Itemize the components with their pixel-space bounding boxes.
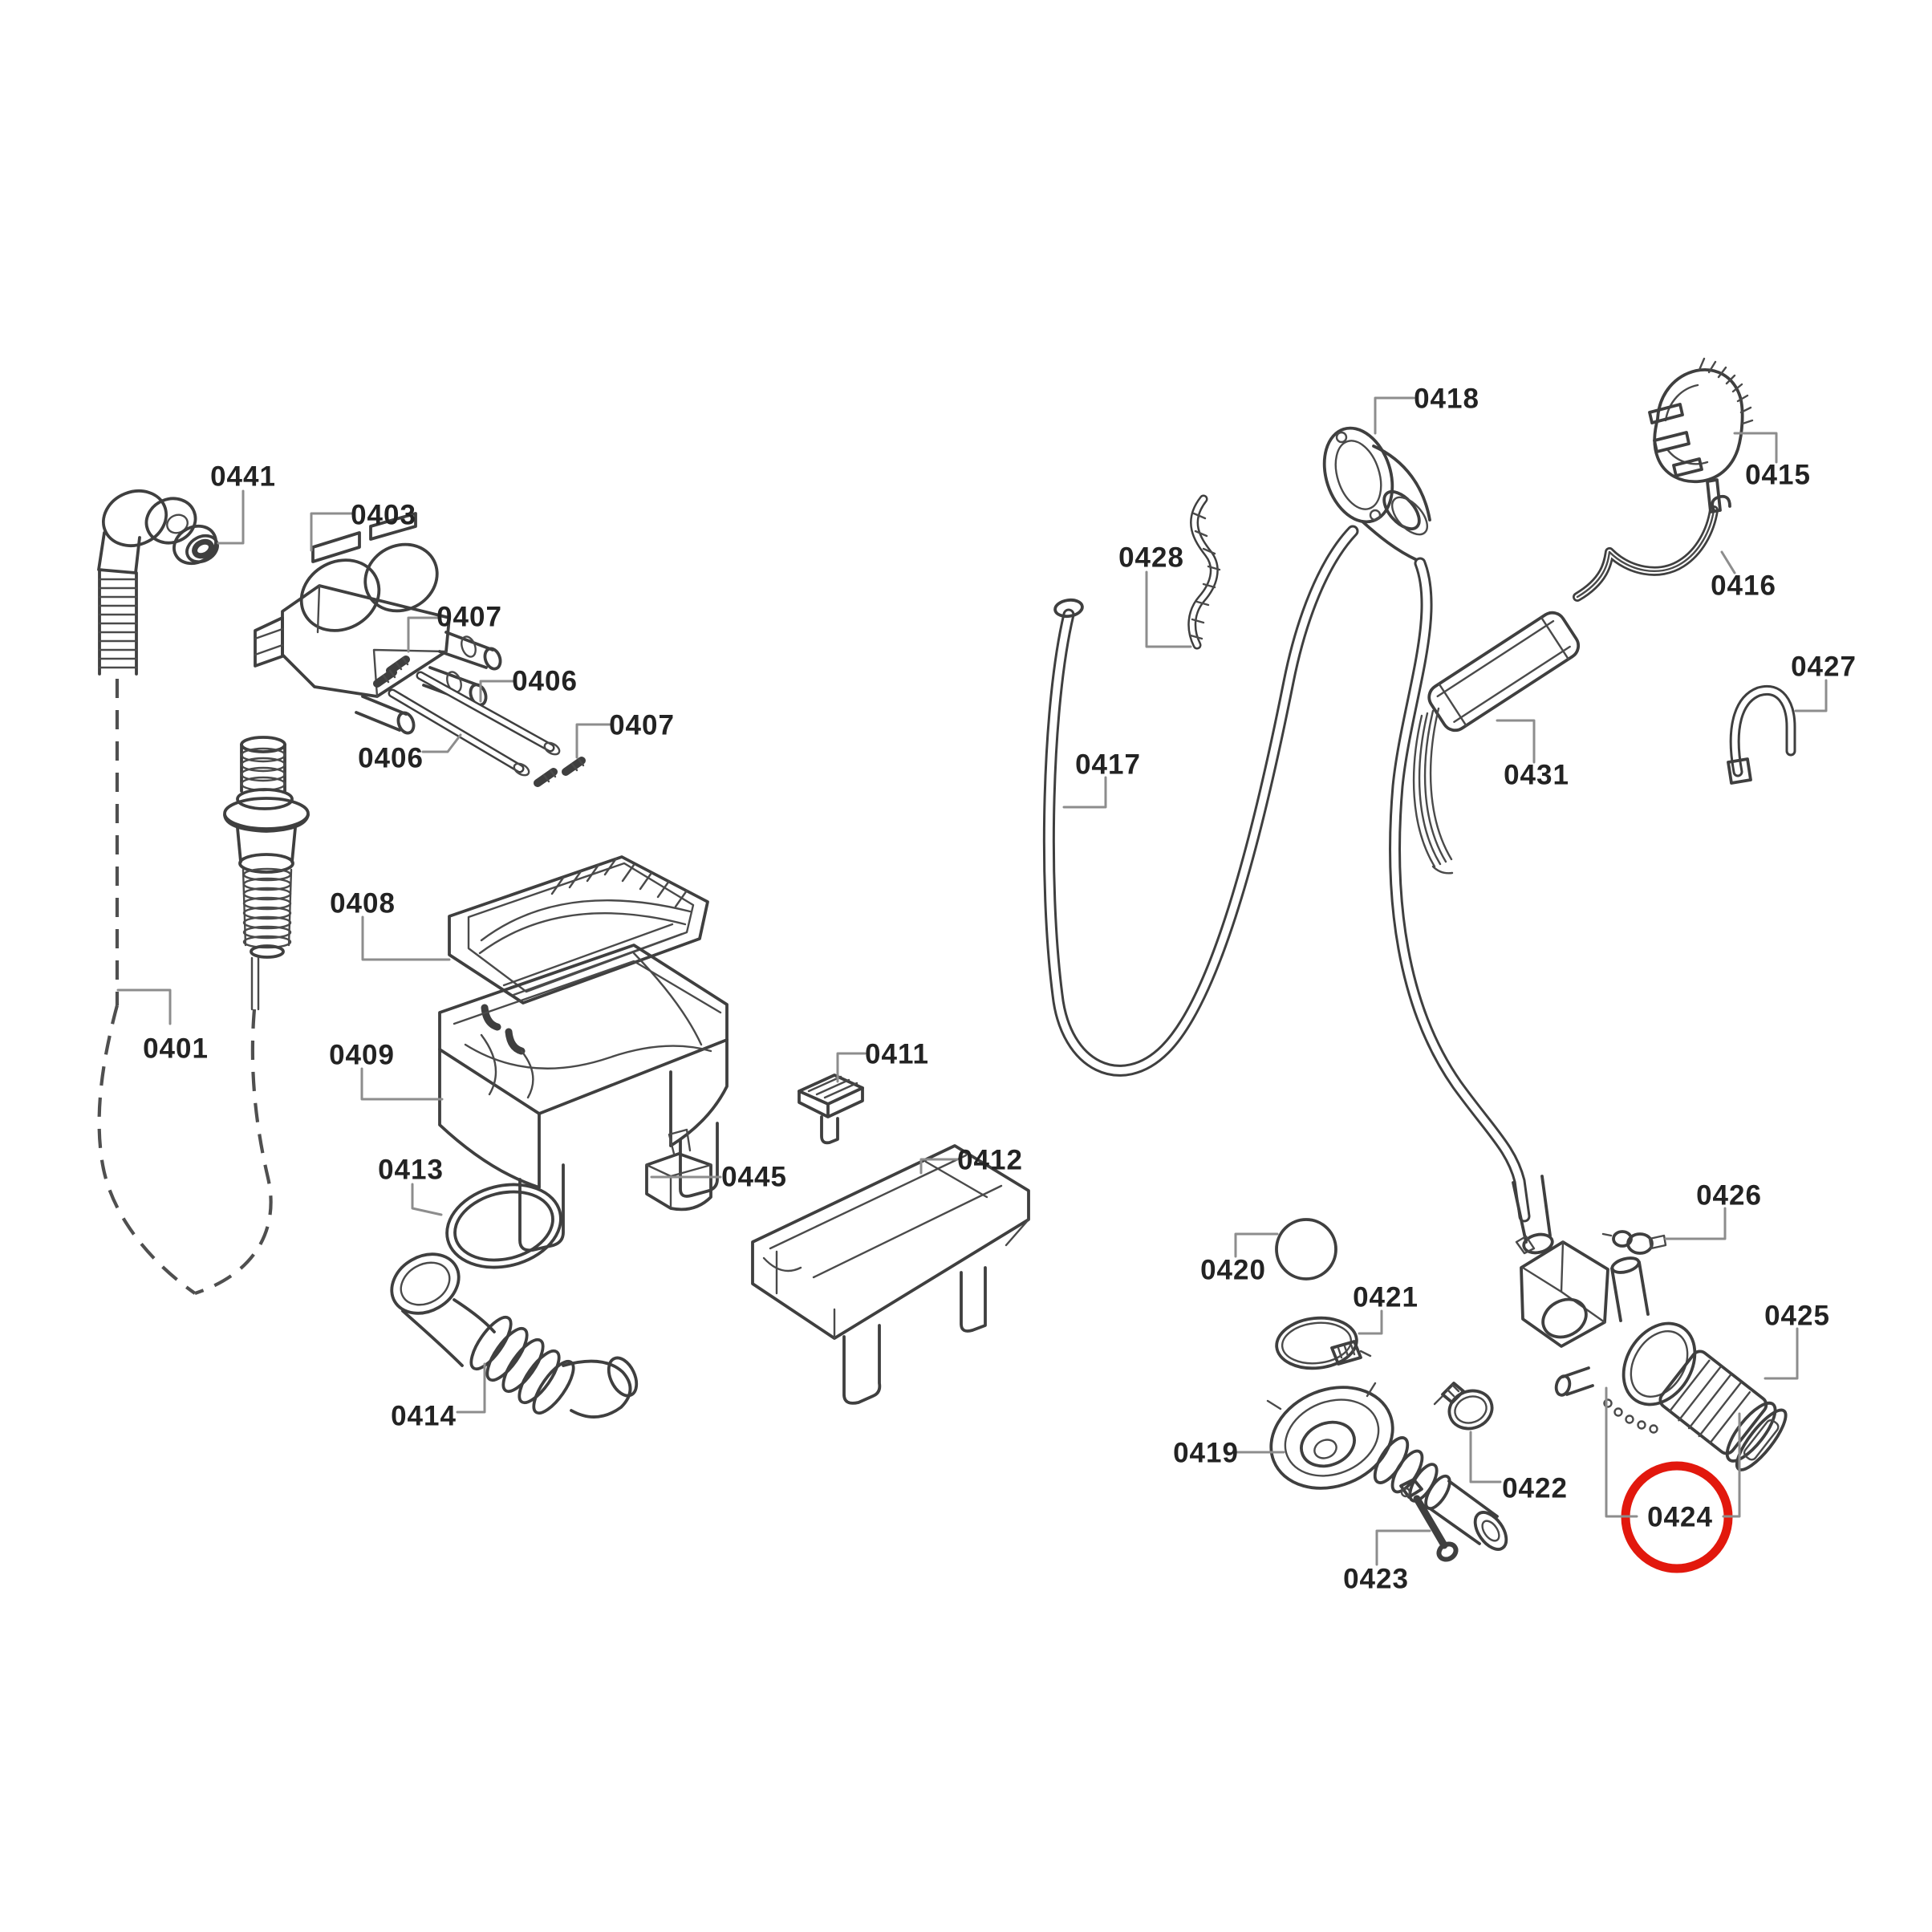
seal-ring-0413-drawing	[445, 1183, 562, 1269]
drain-hose-drawing	[1389, 557, 1554, 1255]
power-plug-0415-drawing	[1648, 357, 1754, 513]
seal-0441-drawing	[172, 524, 219, 566]
leader-line-0416	[1720, 550, 1736, 574]
part-label-0407[interactable]: 0407	[609, 710, 675, 741]
part-label-0415[interactable]: 0415	[1745, 460, 1811, 491]
leader-line-0401	[116, 988, 172, 1025]
tub-inlet-elbow-0418-drawing	[1322, 426, 1431, 562]
leader-line-0424	[1722, 1412, 1741, 1518]
leader-line-0412	[919, 1158, 959, 1175]
part-label-0426[interactable]: 0426	[1696, 1180, 1762, 1212]
part-label-0413[interactable]: 0413	[378, 1155, 444, 1186]
leader-line-0428	[1145, 570, 1192, 648]
part-label-0411[interactable]: 0411	[865, 1039, 929, 1070]
part-label-0427[interactable]: 0427	[1791, 651, 1857, 683]
leader-line-0415	[1733, 432, 1778, 464]
leader-line-0409	[360, 1067, 444, 1101]
leader-line-0403	[310, 512, 353, 552]
part-label-0403[interactable]: 0403	[351, 500, 416, 531]
hose-0414-drawing	[390, 1252, 639, 1419]
screws-0407-right-drawing	[534, 757, 586, 787]
power-cord-0416-drawing	[1573, 494, 1731, 602]
leader-line-0426	[1664, 1207, 1727, 1240]
siphon-insert-0411-drawing	[798, 1074, 864, 1145]
part-label-0445[interactable]: 0445	[721, 1162, 787, 1193]
leader-line-0411	[836, 1052, 867, 1083]
detergent-drawer-0412-drawing	[751, 1144, 1030, 1405]
leader-line-0418	[1374, 396, 1415, 435]
fill-pipe-0406-lower-drawing	[388, 688, 530, 777]
clamp-0421-drawing	[1275, 1316, 1372, 1370]
leader-line-0406	[421, 733, 462, 753]
leader-line-0406	[479, 680, 515, 703]
part-label-0431[interactable]: 0431	[1504, 760, 1569, 791]
mains-filter-0431-drawing	[1412, 611, 1581, 875]
part-label-0424[interactable]: 0424	[1647, 1502, 1713, 1533]
clamp-0422-drawing	[1433, 1382, 1494, 1431]
leader-line-0414	[456, 1362, 486, 1414]
leader-line-0420	[1234, 1232, 1279, 1258]
inlet-hose-elbow-drawing	[97, 489, 197, 1005]
part-label-0428[interactable]: 0428	[1118, 542, 1184, 574]
leader-line-0441	[217, 489, 245, 545]
leader-line-0423	[1375, 1529, 1431, 1566]
part-label-0409[interactable]: 0409	[329, 1040, 395, 1071]
part-label-0401[interactable]: 0401	[143, 1033, 209, 1065]
leader-line-0431	[1496, 719, 1536, 764]
part-label-0423[interactable]: 0423	[1343, 1564, 1409, 1595]
part-label-0441[interactable]: 0441	[210, 461, 276, 493]
vent-hose-0428-drawing	[1187, 494, 1221, 650]
leader-line-0425	[1764, 1327, 1799, 1380]
leader-line-0422	[1469, 1431, 1502, 1484]
part-label-0420[interactable]: 0420	[1200, 1255, 1266, 1286]
leader-line-0424	[1605, 1386, 1638, 1518]
part-label-0417[interactable]: 0417	[1075, 749, 1141, 781]
pin-0423-drawing	[1399, 1478, 1459, 1562]
leader-line-0407	[407, 616, 440, 653]
pump-filter-0425-drawing	[1658, 1350, 1788, 1471]
leader-line-0413	[411, 1183, 443, 1216]
drain-pump-0424-drawing	[1515, 1235, 1788, 1471]
part-label-0416[interactable]: 0416	[1711, 570, 1776, 602]
o-ring-0420-drawing	[1275, 1218, 1337, 1281]
part-label-0407[interactable]: 0407	[436, 602, 502, 633]
fill-hose-0417-drawing	[1042, 525, 1359, 1077]
screws-0407-left-drawing	[373, 656, 410, 688]
dispenser-housing-0409-drawing	[438, 944, 729, 1252]
pump-bellows-0419-drawing	[1266, 1382, 1508, 1551]
part-label-0421[interactable]: 0421	[1353, 1282, 1419, 1313]
part-label-0414[interactable]: 0414	[391, 1401, 457, 1432]
part-label-0408[interactable]: 0408	[330, 888, 396, 919]
clamp-0426-drawing	[1601, 1230, 1667, 1255]
part-label-0412[interactable]: 0412	[957, 1145, 1023, 1176]
leader-line-0421	[1358, 1309, 1383, 1335]
leader-line-0408	[361, 915, 451, 961]
leader-line-0417	[1062, 776, 1107, 809]
hose-clip-0427-drawing	[1727, 684, 1796, 785]
part-label-0406[interactable]: 0406	[512, 666, 578, 697]
part-label-0406[interactable]: 0406	[358, 743, 424, 774]
part-label-0418[interactable]: 0418	[1414, 384, 1479, 415]
part-label-0419[interactable]: 0419	[1173, 1438, 1239, 1469]
fill-pipe-0406-upper-drawing	[416, 671, 561, 756]
dispenser-lid-0408-drawing	[448, 855, 709, 1055]
leader-line-0427	[1794, 679, 1828, 712]
part-label-0425[interactable]: 0425	[1764, 1301, 1830, 1332]
part-label-0422[interactable]: 0422	[1502, 1473, 1568, 1504]
aquastop-valve-0401-drawing	[97, 736, 310, 1295]
leader-line-0407	[575, 723, 611, 759]
